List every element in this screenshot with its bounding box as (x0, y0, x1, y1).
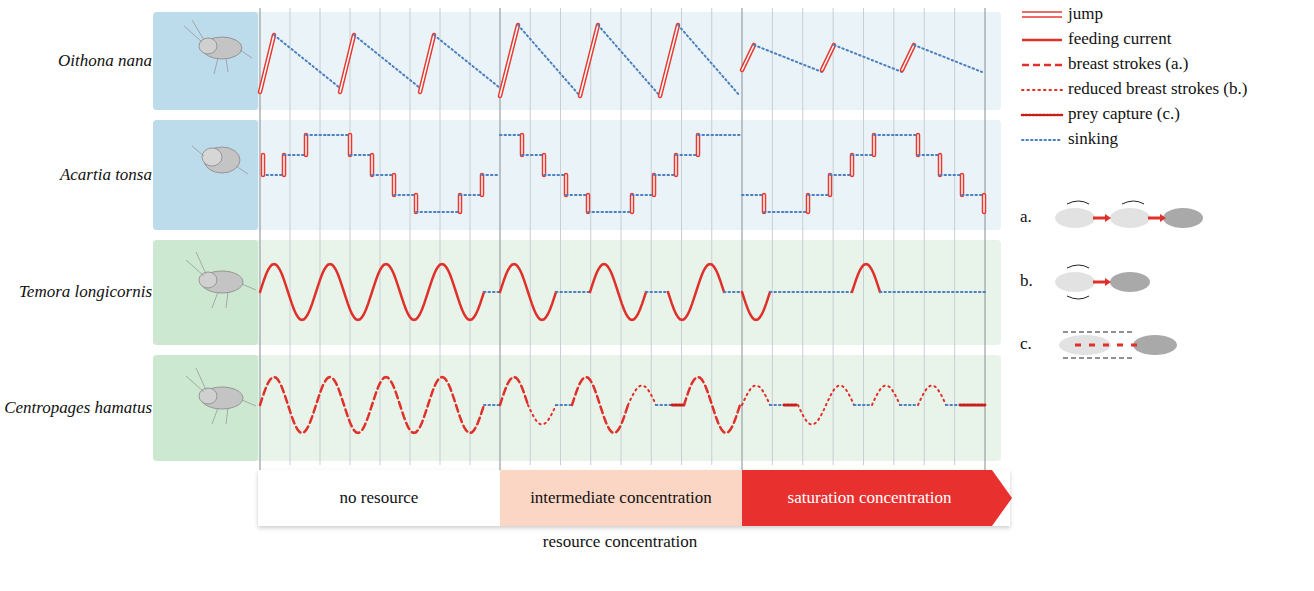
mode-letter: c. (1020, 334, 1032, 354)
species-name: Temora longicornis (19, 282, 152, 302)
legend-samples (1022, 12, 1062, 140)
time-gridlines (260, 8, 985, 470)
concentration-label: intermediate concentration (530, 488, 712, 508)
species-band: Centropages hamatus (0, 355, 258, 461)
species-name: Centropages hamatus (4, 398, 152, 418)
species-bands (153, 12, 1001, 461)
mode-letter: a. (1020, 207, 1032, 227)
copepod-illustrations (184, 20, 256, 424)
species-name: Oithona nana (58, 51, 152, 71)
legend-text: sinking (1068, 129, 1118, 149)
legend-text: reduced breast strokes (b.) (1068, 79, 1247, 99)
species-name: Acartia tonsa (60, 165, 152, 185)
legend-text: prey capture (c.) (1068, 104, 1180, 124)
concentration-segment: no resource (258, 470, 500, 526)
species-band: Oithona nana (0, 12, 258, 110)
legend-text: feeding current (1068, 29, 1171, 49)
axis-label: resource concentration (543, 532, 697, 552)
concentration-segment: saturation concentration (742, 470, 997, 526)
mode-icons (1055, 201, 1203, 358)
species-band: Acartia tonsa (0, 120, 258, 230)
legend-text: jump (1068, 4, 1103, 24)
concentration-label: saturation concentration (788, 488, 952, 508)
mode-letter: b. (1020, 271, 1033, 291)
concentration-segment: intermediate concentration (500, 470, 742, 526)
species-band: Temora longicornis (0, 240, 258, 345)
legend-text: breast strokes (a.) (1068, 54, 1188, 74)
concentration-label: no resource (340, 488, 419, 508)
